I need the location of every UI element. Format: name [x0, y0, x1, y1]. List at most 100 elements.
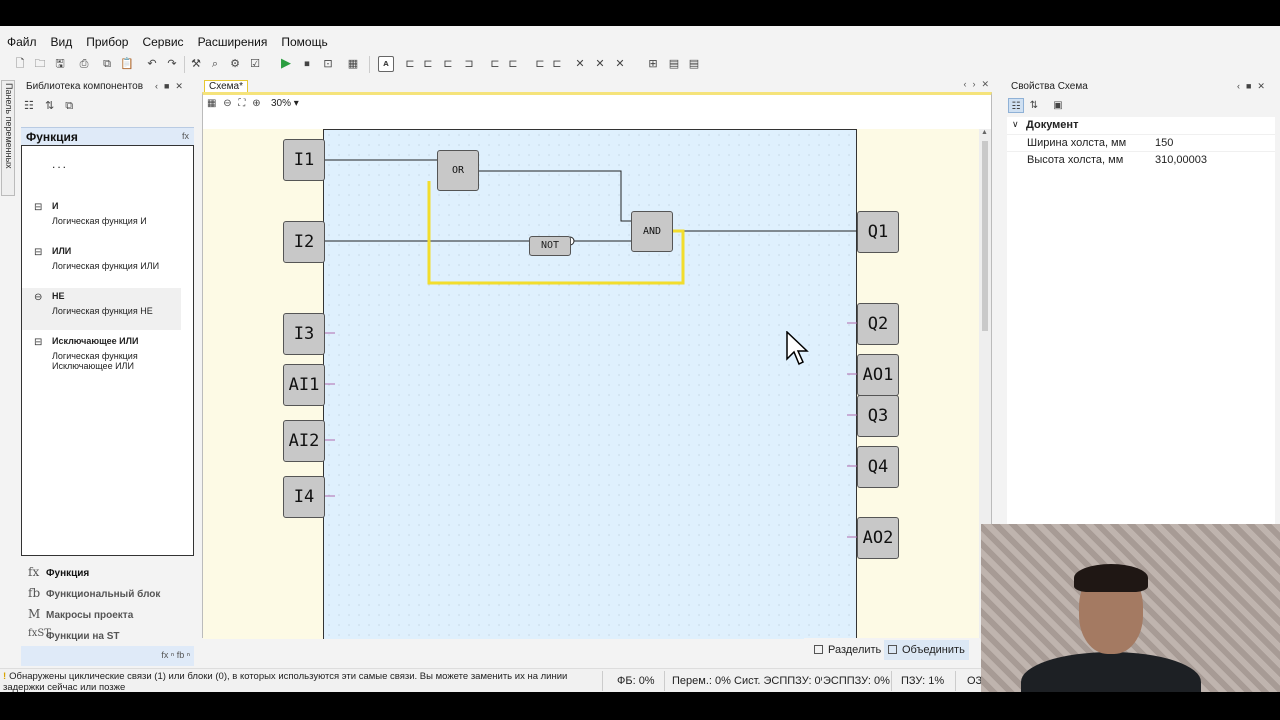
- zoom-out-icon[interactable]: ⊖: [223, 98, 232, 109]
- tab-controls[interactable]: ‹›✕: [963, 79, 995, 89]
- input-pin-i4[interactable]: I4: [283, 476, 325, 518]
- var-n-icon[interactable]: ⊏: [490, 57, 500, 70]
- menu-view[interactable]: Вид: [50, 35, 73, 49]
- split-merge-bar: Разделить Объединить: [804, 638, 980, 662]
- xf-icon[interactable]: ✕: [615, 57, 625, 70]
- var-n2-icon[interactable]: ⊏: [508, 57, 518, 70]
- merge-button[interactable]: Объединить: [884, 640, 969, 660]
- categories-footer: fx ⁿ fb ⁿ: [21, 646, 194, 666]
- check-icon[interactable]: ☑: [250, 57, 260, 70]
- property-row[interactable]: Ширина холста, мм 150: [1007, 134, 1275, 151]
- read-icon[interactable]: ⊏: [552, 57, 562, 70]
- panel-controls[interactable]: ‹■✕: [155, 81, 189, 91]
- zoom-select[interactable]: 30% ▾: [271, 98, 299, 109]
- list-dots: ...: [52, 157, 69, 171]
- toolbar-separator: [184, 56, 185, 73]
- compile-icon[interactable]: ⚒: [191, 57, 201, 70]
- category-st-functions[interactable]: fxST Функции на ST: [28, 628, 120, 642]
- var-v-icon[interactable]: ⊏: [405, 57, 415, 70]
- webcam-overlay: [981, 524, 1280, 692]
- fit-icon[interactable]: ⛶: [238, 98, 246, 109]
- status-divider: [955, 671, 956, 691]
- write-icon[interactable]: ⊏: [535, 57, 545, 70]
- input-pin-i3[interactable]: I3: [283, 313, 325, 355]
- canvas-scrollbar[interactable]: ▲: [979, 129, 991, 639]
- counter-icon[interactable]: ⊡: [323, 57, 333, 70]
- scrollbar-thumb[interactable]: [982, 141, 988, 331]
- search-icon[interactable]: ⌕: [211, 57, 219, 70]
- filter-icon[interactable]: ⧉: [65, 100, 74, 112]
- save-icon[interactable]: 🖫: [55, 57, 65, 70]
- list-item-and[interactable]: ⊟ И Логическая функция И: [34, 201, 147, 226]
- output-pin-q3[interactable]: Q3: [857, 395, 899, 437]
- input-pin-i2[interactable]: I2: [283, 221, 325, 263]
- status-message[interactable]: !Обнаружены циклические связи (1) или бл…: [3, 671, 568, 692]
- fx-icon: fx: [181, 131, 189, 141]
- categorized-icon[interactable]: ☷: [1008, 98, 1024, 113]
- settings-icon[interactable]: ⚙: [230, 57, 240, 70]
- new-folder-icon[interactable]: 🗀: [34, 57, 46, 70]
- xb-icon[interactable]: ✕: [575, 57, 585, 70]
- var-v2-icon[interactable]: ⊏: [423, 57, 433, 70]
- copy-icon[interactable]: ⧉: [103, 57, 111, 70]
- grid-icon[interactable]: ▦: [207, 98, 217, 109]
- status-rom: ПЗУ: 1%: [901, 675, 945, 687]
- text-block-icon[interactable]: A: [378, 56, 394, 72]
- variables-panel-tab[interactable]: Панель переменных: [1, 80, 15, 196]
- run-icon[interactable]: ▶: [281, 56, 291, 71]
- paste-icon[interactable]: 📋: [120, 57, 134, 70]
- category-function[interactable]: fx Функция: [28, 565, 90, 579]
- list-item-xor[interactable]: ⊟ Исключающее ИЛИ Логическая функция Иск…: [34, 336, 139, 371]
- and-block[interactable]: AND: [631, 211, 673, 252]
- category-macros[interactable]: M Макросы проекта: [28, 607, 134, 621]
- menu-file[interactable]: Файл: [7, 35, 37, 49]
- fx-icon: fx: [28, 565, 40, 579]
- new-file-icon[interactable]: 🗋: [15, 57, 25, 70]
- scroll-up-icon[interactable]: ▲: [981, 129, 988, 136]
- menu-service[interactable]: Сервис: [142, 35, 184, 49]
- view-mode-icon[interactable]: ☷: [24, 100, 34, 112]
- xi-icon[interactable]: ✕: [595, 57, 605, 70]
- output-pin-q1[interactable]: Q1: [857, 211, 899, 253]
- macro-icon[interactable]: ⊞: [648, 57, 658, 70]
- zoom-in-icon[interactable]: ⊕: [252, 98, 261, 109]
- function-icon: ⊟: [34, 202, 43, 213]
- add-function-icon[interactable]: fx ⁿ fb ⁿ: [161, 650, 190, 660]
- alphabetical-icon[interactable]: ⇅: [1029, 100, 1039, 111]
- properties-controls[interactable]: ‹■✕: [1237, 81, 1271, 91]
- split-button[interactable]: Разделить: [810, 640, 885, 660]
- var-block-icon[interactable]: ⊐: [464, 57, 474, 70]
- doc-icon[interactable]: ▤: [668, 57, 680, 70]
- sort-icon[interactable]: ⇅: [44, 100, 55, 112]
- property-pages-icon[interactable]: ▣: [1053, 100, 1063, 111]
- app-window: Файл Вид Прибор Сервис Расширения Помощь…: [0, 26, 1280, 692]
- table-icon[interactable]: ▦: [347, 57, 359, 70]
- menu-help[interactable]: Помощь: [281, 35, 328, 49]
- category-document[interactable]: ∨ Документ: [1012, 119, 1079, 131]
- stop-icon[interactable]: ⏹: [304, 57, 310, 70]
- property-row[interactable]: Высота холста, мм 310,00003: [1007, 151, 1275, 168]
- undo-icon[interactable]: ↶: [147, 57, 157, 70]
- var-c-icon[interactable]: ⊏: [443, 57, 453, 70]
- input-pin-ai2[interactable]: AI2: [283, 420, 325, 462]
- not-block[interactable]: NOT: [529, 236, 571, 256]
- toolbar: 🗋 🗀 🖫 ⎙ ⧉ 📋 ↶ ↷ ⚒ ⌕ ⚙ ☑ ▶ ⏹ ⊡ ▦ A ⊏ ⊏ ⊏ …: [0, 54, 760, 76]
- menu-extensions[interactable]: Расширения: [197, 35, 268, 49]
- tab-schema[interactable]: Схема*: [204, 80, 248, 93]
- output-pin-ao2[interactable]: AO2: [857, 517, 899, 559]
- list-item-or[interactable]: ⊟ ИЛИ Логическая функция ИЛИ: [34, 246, 160, 271]
- menu-device[interactable]: Прибор: [86, 35, 129, 49]
- output-pin-q4[interactable]: Q4: [857, 446, 899, 488]
- redo-icon[interactable]: ↷: [167, 57, 177, 70]
- output-pin-q2[interactable]: Q2: [857, 303, 899, 345]
- list-item-not[interactable]: ⊖ НЕ Логическая функция НЕ: [22, 288, 181, 330]
- print-icon[interactable]: ⎙: [79, 57, 89, 70]
- category-function-block[interactable]: fb Функциональный блок: [28, 586, 161, 600]
- mouse-cursor-icon: [786, 331, 809, 366]
- input-pin-ai1[interactable]: AI1: [283, 364, 325, 406]
- canvas[interactable]: I1 I2 I3 AI1 AI2 I4 Q1 Q2 AO1 Q3 Q4 AO2 …: [203, 129, 979, 639]
- or-block[interactable]: OR: [437, 150, 479, 191]
- output-pin-ao1[interactable]: AO1: [857, 354, 899, 396]
- input-pin-i1[interactable]: I1: [283, 139, 325, 181]
- list-icon[interactable]: ▤: [688, 57, 700, 70]
